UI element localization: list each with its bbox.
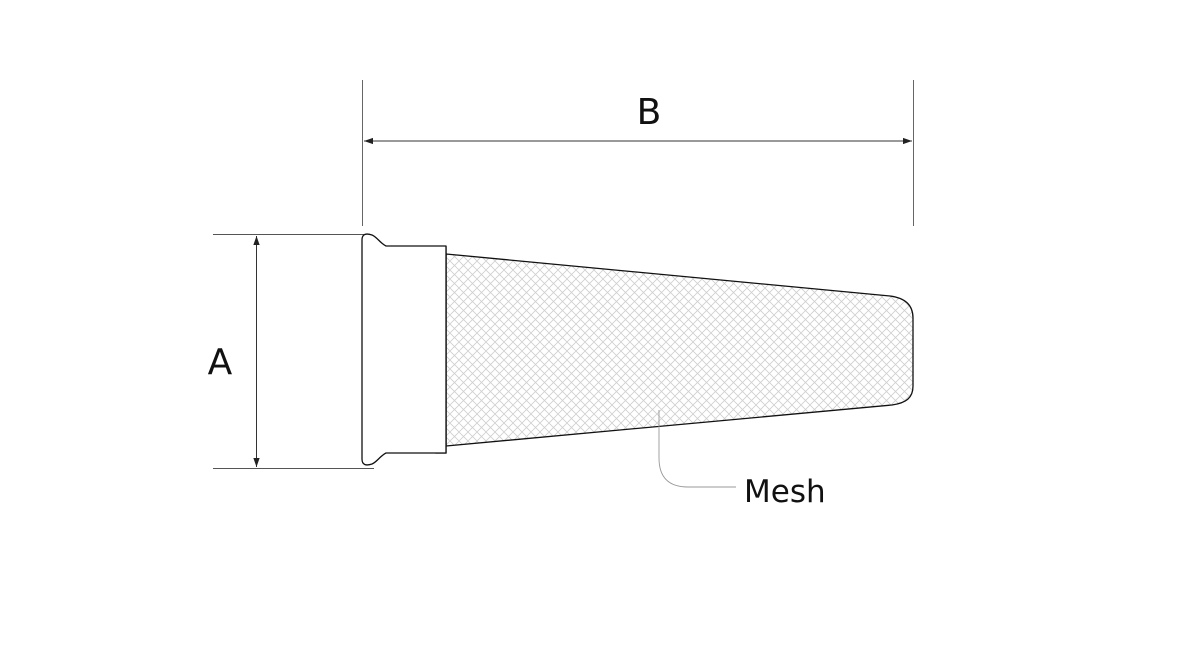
- mesh-label: Mesh: [744, 474, 826, 510]
- mesh-callout: Mesh: [658, 410, 826, 510]
- dimension-b-label: B: [637, 92, 662, 133]
- strainer-body: [361, 233, 914, 466]
- mesh-leader-line: [658, 410, 736, 488]
- flanged-rim: [361, 233, 447, 466]
- dimension-b: B: [362, 80, 914, 226]
- dimension-a-label: A: [208, 342, 233, 383]
- mesh-cone: [445, 253, 914, 447]
- dimension-a: A: [208, 234, 374, 469]
